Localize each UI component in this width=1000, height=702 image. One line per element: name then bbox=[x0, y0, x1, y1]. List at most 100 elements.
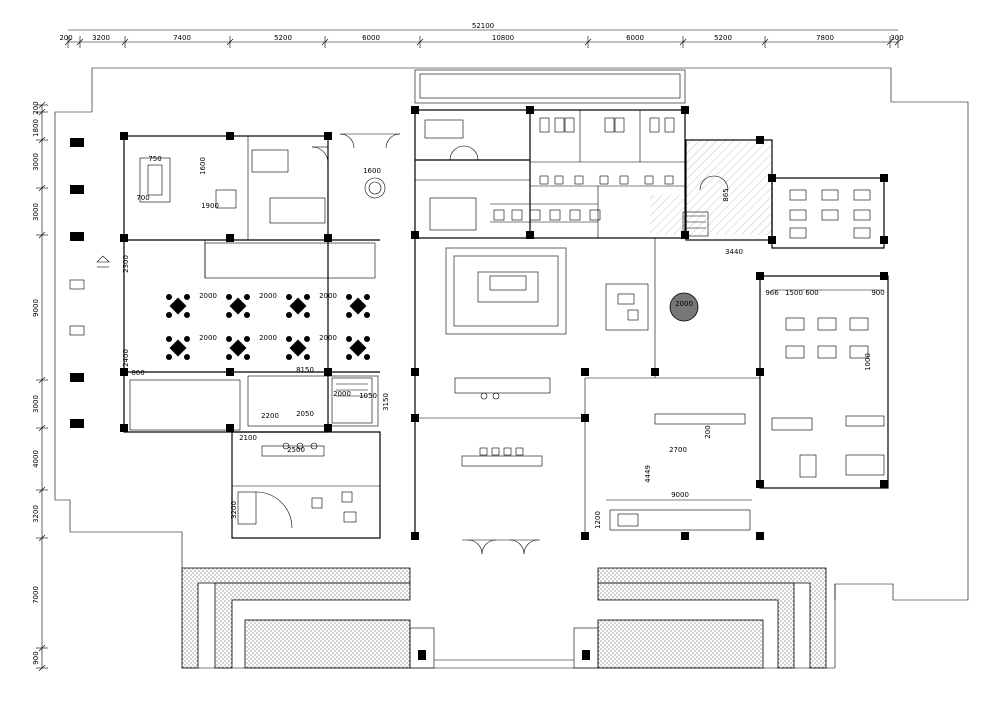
dim-tick-slash bbox=[38, 664, 46, 672]
dining-chair bbox=[166, 354, 172, 360]
locker-unit bbox=[493, 209, 505, 221]
structural-column bbox=[120, 368, 128, 376]
dim-2500: 2500 bbox=[287, 446, 305, 454]
dining-chair bbox=[304, 354, 310, 360]
dim-1050: 1050 bbox=[359, 392, 377, 400]
dining-table bbox=[289, 297, 307, 315]
stair-lower bbox=[336, 383, 368, 397]
service-hatched-zone: 865 3440 bbox=[650, 139, 773, 256]
workstation-desk bbox=[789, 209, 807, 221]
dim-1900: 1900 bbox=[201, 202, 219, 210]
dining-chair bbox=[226, 354, 232, 360]
toilet-fixture bbox=[664, 117, 675, 133]
toilet-fixture bbox=[554, 117, 565, 133]
dining-chair bbox=[286, 312, 292, 318]
structural-column bbox=[324, 368, 332, 376]
dim-top-4: 5200 bbox=[274, 34, 292, 42]
dim-tick-slash bbox=[679, 38, 687, 46]
structural-column bbox=[756, 272, 764, 280]
dining-chair bbox=[346, 294, 352, 300]
structural-column bbox=[651, 368, 659, 376]
locker-unit bbox=[569, 209, 581, 221]
structural-column bbox=[880, 480, 888, 488]
locker-unit bbox=[529, 209, 541, 221]
structural-column bbox=[581, 532, 589, 540]
site-boundary bbox=[54, 67, 969, 668]
dining-spacing-label: 2000 bbox=[319, 334, 337, 342]
structural-column bbox=[756, 368, 764, 376]
dim-tick-slash bbox=[38, 108, 46, 116]
dim-left-4: 3000 bbox=[32, 203, 40, 221]
dining-spacing-label: 2000 bbox=[319, 292, 337, 300]
dim-tick-slash bbox=[64, 38, 72, 46]
bottom-podium bbox=[181, 567, 835, 669]
overall-width-label: 52100 bbox=[472, 22, 494, 30]
dim-1000: 1000 bbox=[864, 353, 872, 371]
sink-fixture bbox=[619, 175, 629, 185]
center-main-hall: 2000 2700 200 9000 4449 1200 bbox=[414, 238, 760, 555]
structural-column bbox=[526, 231, 534, 239]
dining-chair bbox=[346, 336, 352, 342]
sink-fixture bbox=[599, 175, 609, 185]
dim-2100: 2100 bbox=[239, 434, 257, 442]
dim-900: 900 bbox=[871, 289, 884, 297]
dining-chair bbox=[244, 312, 250, 318]
dim-tick-slash bbox=[894, 38, 902, 46]
dining-table-set bbox=[346, 336, 370, 360]
sink-fixture bbox=[574, 175, 584, 185]
dim-1200: 1200 bbox=[594, 511, 602, 529]
dim-800: 800 bbox=[131, 369, 144, 377]
structural-column bbox=[756, 480, 764, 488]
structural-column bbox=[226, 132, 234, 140]
dim-tick-slash bbox=[761, 38, 769, 46]
terrace-markers bbox=[69, 138, 110, 428]
dining-chair bbox=[364, 354, 370, 360]
dining-chair bbox=[244, 294, 250, 300]
dining-chair bbox=[226, 336, 232, 342]
dim-tick-slash bbox=[584, 38, 592, 46]
dim-tick-slash bbox=[321, 38, 329, 46]
dim-750: 750 bbox=[148, 155, 161, 163]
sink-fixture bbox=[644, 175, 654, 185]
dim-200: 200 bbox=[704, 425, 712, 438]
structural-column bbox=[120, 132, 128, 140]
dim-8150: 8150 bbox=[296, 366, 314, 374]
dim-tick-slash bbox=[38, 486, 46, 494]
sink-fixture bbox=[554, 175, 564, 185]
dim-top-3: 7400 bbox=[173, 34, 191, 42]
office-desk bbox=[785, 345, 805, 359]
locker-unit bbox=[511, 209, 523, 221]
structural-column bbox=[768, 236, 776, 244]
structural-column bbox=[526, 106, 534, 114]
dining-spacing-label: 2000 bbox=[259, 334, 277, 342]
dim-tick-slash bbox=[38, 534, 46, 542]
dim-top-9: 7800 bbox=[816, 34, 834, 42]
structural-column bbox=[768, 174, 776, 182]
structural-column bbox=[581, 414, 589, 422]
dining-table-set bbox=[286, 294, 310, 318]
dim-left-9: 7000 bbox=[32, 586, 40, 604]
dim-tick-slash bbox=[38, 101, 46, 109]
dim-2700: 2700 bbox=[669, 446, 687, 454]
office-desk bbox=[849, 317, 869, 331]
structural-column bbox=[681, 532, 689, 540]
dim-tick-slash bbox=[76, 38, 84, 46]
dim-left-6: 3000 bbox=[32, 395, 40, 413]
dim-top-7: 6000 bbox=[626, 34, 644, 42]
workstation-desk bbox=[853, 209, 871, 221]
dining-spacing-label: 2000 bbox=[259, 292, 277, 300]
structural-column bbox=[324, 234, 332, 242]
structural-column bbox=[411, 532, 419, 540]
dining-chair bbox=[304, 312, 310, 318]
workstation-desk bbox=[789, 189, 807, 201]
dining-chair bbox=[184, 354, 190, 360]
dim-tick-slash bbox=[226, 38, 234, 46]
structural-column bbox=[120, 424, 128, 432]
structural-columns bbox=[120, 106, 888, 540]
dim-966: 966 bbox=[765, 289, 779, 297]
dim-top-8: 5200 bbox=[714, 34, 732, 42]
dim-2000-stair: 2000 bbox=[333, 390, 351, 398]
dining-chair bbox=[166, 336, 172, 342]
